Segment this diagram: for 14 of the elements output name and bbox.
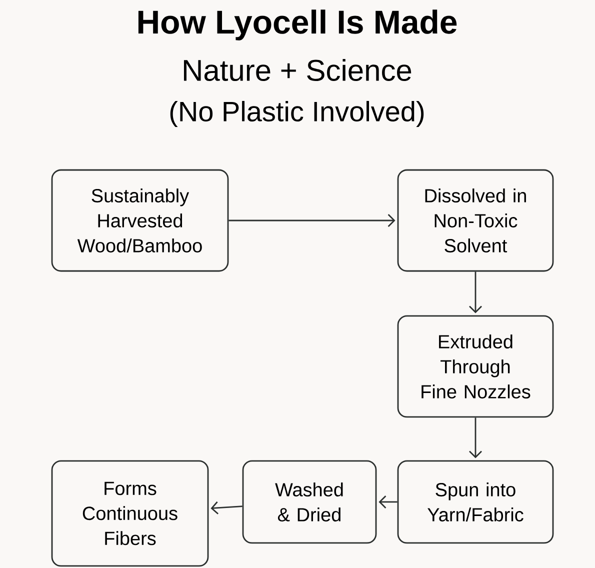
title: How Lyocell Is Made — [138, 10, 457, 40]
subtitle: (No Plastic Involved) — [170, 100, 424, 128]
process-box: Dissolved in Non-Toxic Solvent — [397, 169, 554, 272]
process-box: Extruded Through Fine Nozzles — [397, 315, 554, 418]
process-box: Washed & Dried — [242, 460, 377, 544]
arrow — [469, 272, 482, 314]
process-box: Spun into Yarn/Fabric — [397, 460, 554, 544]
arrow — [378, 496, 398, 508]
arrow — [469, 418, 482, 458]
process-box: Forms Continuous Fibers — [51, 460, 209, 567]
arrow — [228, 214, 396, 227]
arrow — [210, 501, 242, 514]
subtitle: Nature + Science — [184, 58, 412, 82]
process-box: Sustainably Harvested Wood/Bamboo — [51, 169, 229, 272]
